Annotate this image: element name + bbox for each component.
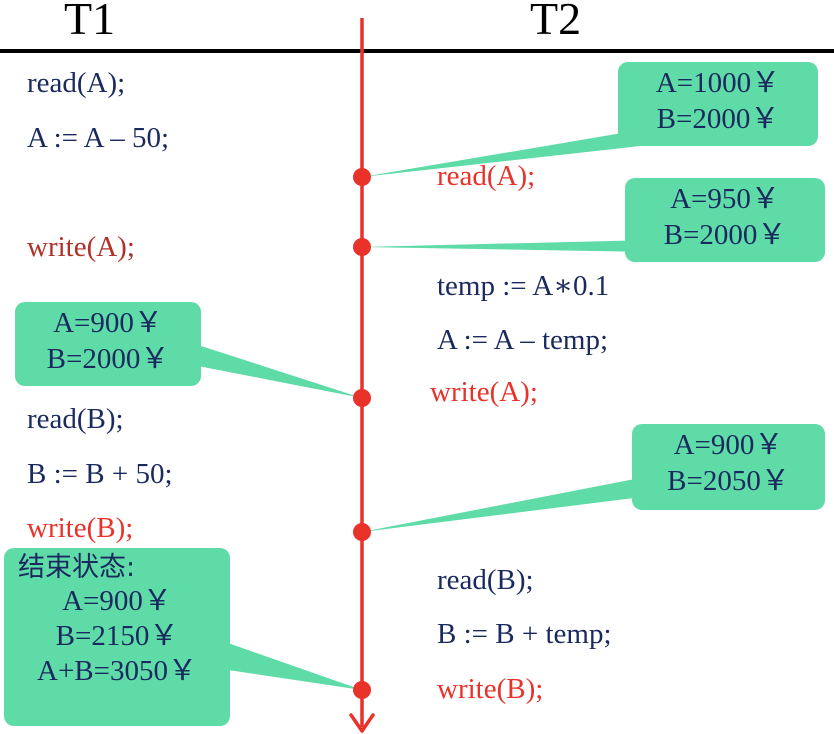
timeline-dot-1: [353, 168, 371, 186]
callout-3-tail: [198, 345, 362, 398]
t1-statement-read-b: read(B);: [27, 403, 124, 435]
callout-state-4-line-2: B=2050￥: [667, 464, 790, 497]
t2-statement-a-minus-temp: A := A – temp;: [437, 324, 609, 356]
t1-statement-b-plus-50: B := B + 50;: [27, 458, 173, 490]
callout-state-4-line-1: A=900￥: [673, 429, 784, 461]
t1-header: T1: [64, 0, 116, 44]
callout-state-3: A=900￥ B=2000￥: [15, 302, 201, 386]
callout-state-3-line-1: A=900￥: [53, 307, 163, 339]
callout-state-1: A=1000￥ B=2000￥: [618, 62, 818, 146]
timeline-arrowhead: [349, 713, 375, 733]
t2-statement-temp: temp := A∗0.1: [437, 270, 610, 302]
timeline-dot-3: [353, 389, 371, 407]
callout-final-state-b: B=2150￥: [55, 620, 179, 653]
timeline-dot-5: [353, 681, 371, 699]
callout-1-tail: [362, 130, 640, 177]
t1-statement-write-a: write(A);: [27, 231, 135, 263]
t2-statement-read-a: read(A);: [437, 160, 536, 192]
t2-statement-write-b: write(B);: [437, 673, 544, 705]
callout-final-state-title: 结束状态:: [18, 552, 136, 583]
t2-statement-write-a: write(A);: [430, 376, 538, 408]
t2-header: T2: [530, 0, 582, 44]
t1-statement-read-a: read(A);: [27, 67, 126, 99]
timeline-dot-4: [353, 523, 371, 541]
callout-state-2-line-2: B=2000￥: [663, 218, 787, 251]
callout-state-2: A=950￥ B=2000￥: [625, 178, 825, 262]
t2-statement-read-b: read(B);: [437, 564, 534, 596]
callout-5-tail: [228, 643, 362, 690]
header-divider: [0, 49, 834, 53]
callout-state-4: A=900￥ B=2050￥: [632, 424, 825, 510]
callout-state-3-line-2: B=2000￥: [46, 342, 170, 375]
t2-statement-b-plus-temp: B := B + temp;: [437, 618, 612, 650]
callout-4-tail: [362, 476, 650, 532]
t1-statement-a-minus-50: A := A – 50;: [27, 122, 170, 154]
callout-final-state: 结束状态: A=900￥ B=2150￥ A+B=3050￥: [4, 548, 230, 726]
callout-state-1-line-1: A=1000￥: [655, 67, 781, 99]
callout-state-1-line-2: B=2000￥: [656, 102, 780, 135]
callout-final-state-sum: A+B=3050￥: [37, 654, 197, 687]
t1-statement-write-b: write(B);: [27, 512, 134, 544]
timeline-dot-2: [353, 238, 371, 256]
callout-state-2-line-1: A=950￥: [670, 183, 780, 215]
callout-final-state-a: A=900￥: [62, 585, 172, 618]
callout-2-tail: [362, 240, 650, 252]
